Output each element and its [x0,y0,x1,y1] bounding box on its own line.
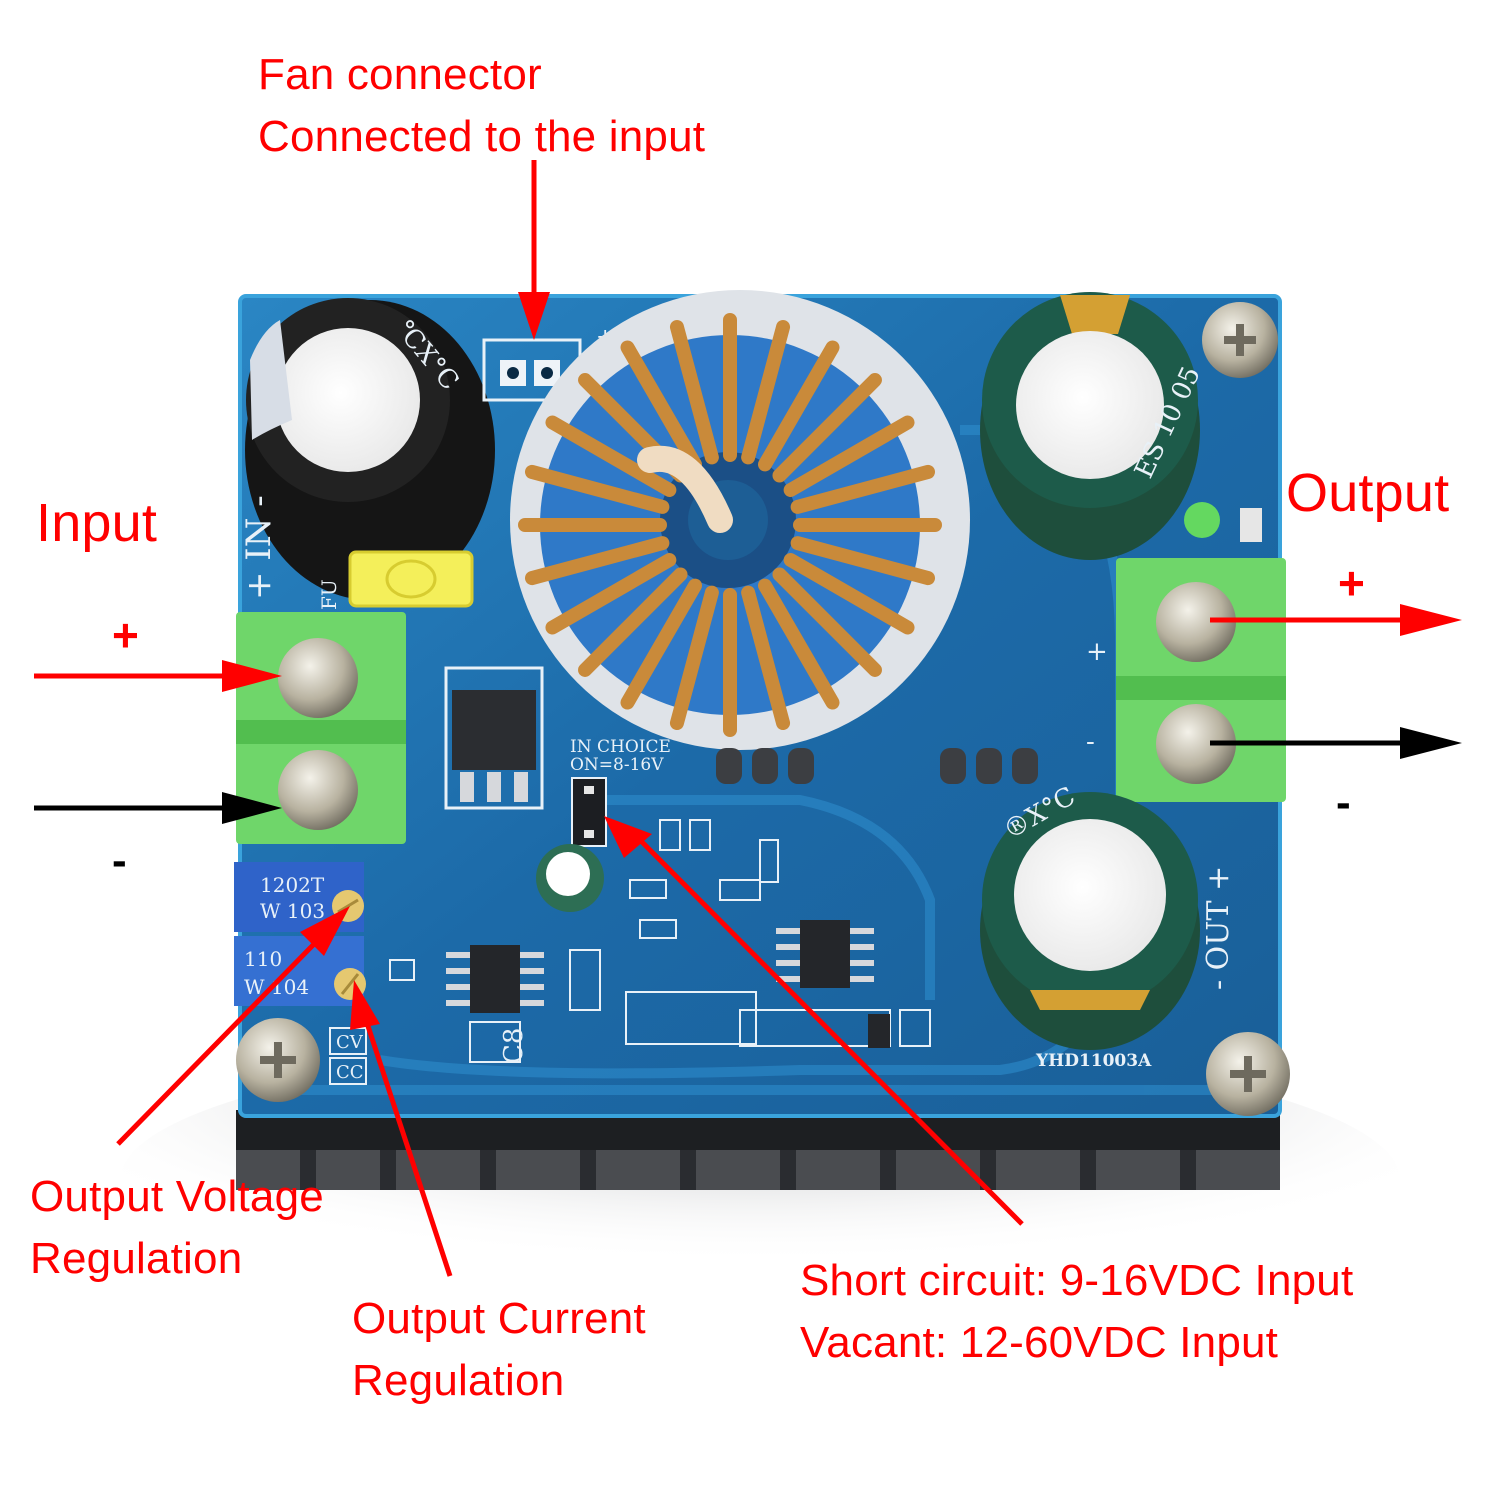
jumper-label-line1: Short circuit: 9-16VDC Input [800,1256,1354,1305]
current-label-line2: Regulation [352,1356,565,1405]
output-capacitor-top: ES 10 05 [980,292,1207,560]
copper-winding [772,567,882,677]
copper-winding [741,585,791,731]
current-regulation-label: Output Current Regulation [352,1288,646,1412]
output-label: Output [1286,463,1450,523]
heatsink [236,1110,1280,1190]
pot2-marking: W 104 [244,975,309,999]
copper-winding [758,578,840,710]
pot1-marking: 1202T [260,873,325,897]
input-plus-label: + [112,609,140,661]
mounting-screw [1206,1032,1290,1116]
copper-winding [790,464,936,514]
ic-chip [776,920,874,988]
transistor [868,1014,890,1048]
copper-winding [620,578,702,710]
mounting-screw [236,1018,320,1102]
input-label: Input [36,493,158,553]
output-terminal-block [1116,558,1286,802]
input-terminal-block [236,612,406,844]
svg-text:CC: CC [336,1062,364,1083]
fan-label-line1: Fan connector [258,50,542,99]
svg-text:CV: CV [336,1032,364,1053]
current-label-line1: Output Current [352,1294,646,1343]
in-choice-silk: IN CHOICE [570,737,671,757]
output-plus-arrow [1210,604,1462,636]
copper-winding [524,464,670,514]
rectifier-pads [716,748,1038,784]
copper-winding [545,415,677,497]
current-trimmer: 110 W 104 [234,936,366,1006]
fuse: FU [317,550,474,610]
input-capacitor: ℃X°C [245,298,495,600]
voltage-regulation-arrow [116,906,350,1146]
jumper-label-line2: Vacant: 12-60VDC Input [800,1318,1279,1367]
output-minus-label: - [1336,778,1351,827]
voltage-label-line1: Output Voltage [30,1172,324,1221]
copper-winding [669,585,719,731]
cv-cc-silk: CV CC [329,1027,367,1085]
copper-winding [772,373,882,483]
mounting-screw [1202,302,1278,378]
input-minus-arrow [34,792,282,824]
copper-winding [524,536,670,586]
jumper-label: Short circuit: 9-16VDC Input Vacant: 12-… [800,1250,1353,1374]
output-silk: - OUT + [1201,866,1236,990]
fan-arrow [518,160,550,340]
current-regulation-arrow [350,980,453,1277]
output-minus-arrow [1210,727,1462,759]
input-minus-label: - [112,836,127,885]
status-led [1184,502,1220,538]
toroid-inductor [510,290,970,750]
copper-winding [783,553,915,635]
fuse-silk: FU [317,579,341,610]
out-plus-silk: + [1086,637,1108,667]
voltage-trimmer: 1202T W 103 [234,862,364,932]
voltage-label-line2: Regulation [30,1234,243,1283]
jumper-arrow [604,816,1024,1226]
copper-winding [578,567,688,677]
regulator-chip [444,666,544,810]
fan-label-line2: Connected to the input [258,112,706,161]
pot1-marking: W 103 [260,899,325,923]
copper-winding [790,536,936,586]
input-plus-arrow [34,660,282,692]
copper-winding [758,340,840,472]
output-plus-label: + [1338,557,1366,609]
ic-chip [446,945,544,1013]
input-silk: + IN - [239,495,279,600]
in-choice-jumper: IN CHOICE ON=8-16V [570,737,671,847]
copper-winding [741,319,791,465]
small-capacitor [536,844,604,912]
output-capacitor-bottom: ®X°C [980,781,1200,1050]
pot2-marking: 110 [244,947,282,971]
copper-winding [783,415,915,497]
copper-winding [620,340,702,472]
in-choice-range-silk: ON=8-16V [570,755,664,775]
voltage-regulation-label: Output Voltage Regulation [30,1166,324,1290]
copper-winding [545,553,677,635]
out-minus-silk: - [1086,727,1095,757]
model-number-silk: YHD11003A [1035,1051,1152,1071]
copper-winding [669,319,719,465]
smd-resistor [1240,508,1262,542]
fan-connector-label: Fan connector Connected to the input [258,44,705,168]
c8-silk: C8 [499,1028,529,1064]
